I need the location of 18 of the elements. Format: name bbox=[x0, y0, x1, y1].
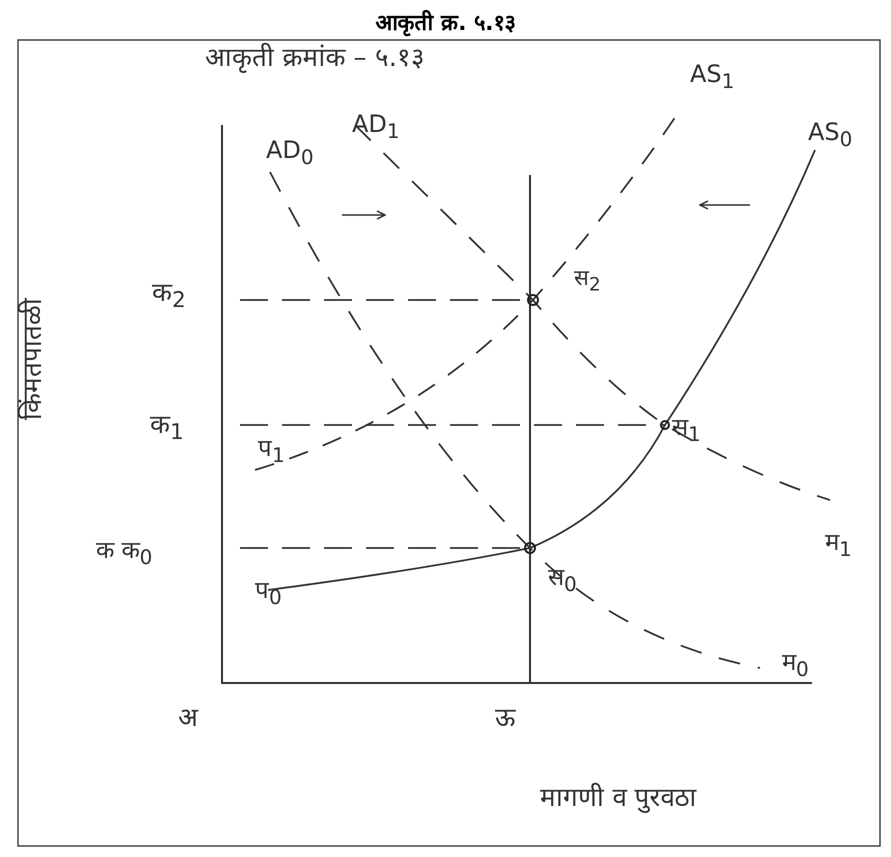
point-label: स$_{2}$ bbox=[574, 268, 601, 295]
tick-label: ऊ bbox=[495, 705, 515, 731]
curve-label: AD$_{1}$ bbox=[352, 112, 400, 141]
figure-title: आकृती क्र. ५.१३ bbox=[374, 8, 517, 36]
curve-label: AS$_{0}$ bbox=[808, 120, 852, 149]
origin-label: अ bbox=[178, 705, 198, 731]
tick-label: क$_{1}$ bbox=[150, 412, 184, 444]
curve-label: AS$_{1}$ bbox=[690, 62, 734, 91]
axis-title: किंमतपातळी bbox=[20, 298, 46, 420]
axis-title: मागणी व पुरवठा bbox=[540, 785, 697, 811]
curve-label: प$_{0}$ bbox=[255, 578, 282, 607]
curve-label: प$_{1}$ bbox=[258, 436, 285, 465]
handwritten-heading: आकृती क्रमांक – ५.१३ bbox=[205, 45, 426, 71]
tick-label: क$_{2}$ bbox=[152, 280, 186, 312]
tick-label: क क$_{0}$ bbox=[96, 538, 152, 567]
curve-label: म$_{1}$ bbox=[825, 530, 852, 559]
curve-label: म$_{0}$ bbox=[782, 650, 809, 679]
curve-label: AD$_{0}$ bbox=[266, 138, 314, 167]
